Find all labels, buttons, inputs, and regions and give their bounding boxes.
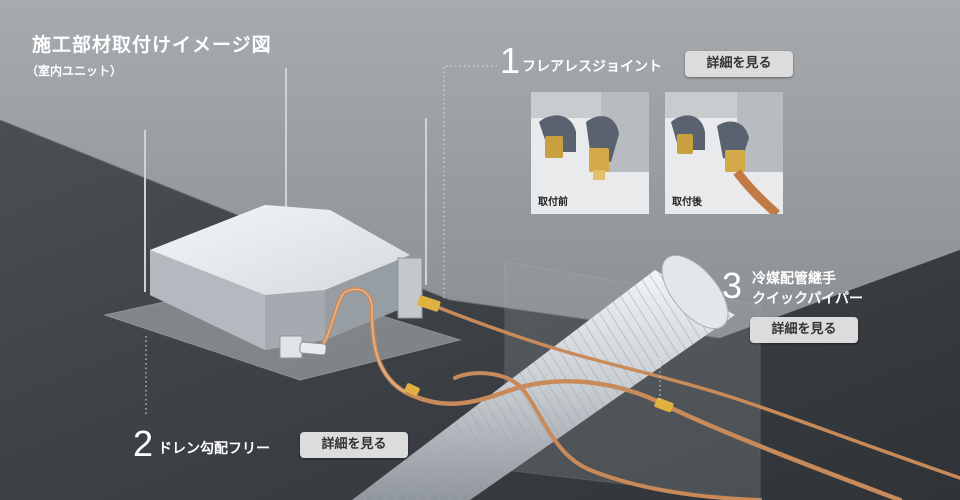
callout-1-number: 1 <box>500 40 521 81</box>
indoor-unit <box>150 205 423 359</box>
wall-surface <box>0 120 960 500</box>
refrigerant-pipes <box>315 287 960 500</box>
callout-3-number: 3 <box>722 265 743 306</box>
callout-2-number: 2 <box>133 423 154 464</box>
photo-before-caption: 取付前 <box>538 197 568 208</box>
leader-lines <box>145 65 716 416</box>
callout-3-label-line1: 冷媒配管継手 <box>752 271 836 287</box>
callout-1-label: フレアレスジョイント <box>522 59 662 75</box>
photo-before: 取付前 <box>531 92 649 214</box>
page-subtitle: （室内ユニット） <box>26 64 123 78</box>
flexible-duct <box>352 254 735 500</box>
callout-3-label-line2: クイックパイパー <box>752 291 864 307</box>
ceiling-surface <box>0 0 960 338</box>
callout-1-detail-button[interactable]: 詳細を見る <box>685 51 793 77</box>
pipe-fittings <box>299 295 674 413</box>
photo-after-image <box>665 92 783 214</box>
photo-after-caption: 取付後 <box>672 197 702 208</box>
photo-after: 取付後 <box>665 92 783 214</box>
photo-before-image <box>531 92 649 214</box>
callout-2-label: ドレン勾配フリー <box>158 441 270 457</box>
page-title: 施工部材取付けイメージ図 <box>32 34 272 56</box>
callout-3-detail-button[interactable]: 詳細を見る <box>750 317 858 343</box>
callout-2-detail-button[interactable]: 詳細を見る <box>300 432 408 458</box>
